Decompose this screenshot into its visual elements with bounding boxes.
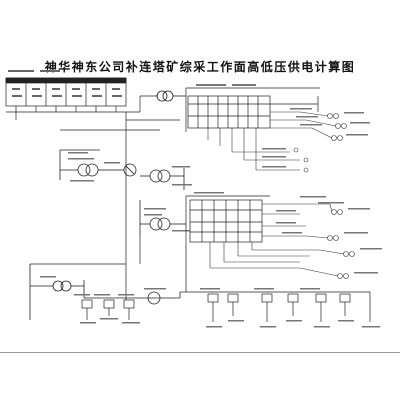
left-mobile-substation — [59, 149, 137, 180]
vertical-trunk — [139, 236, 187, 292]
center-group-label-marks — [144, 166, 192, 232]
bottom-right-distribution — [207, 292, 371, 322]
top-left-switchgear-row — [5, 77, 140, 113]
center-switchgear-panel — [185, 195, 270, 250]
diagram-title: 神华神东公司补连塔矿综采工作面高低压供电计算图 — [44, 60, 356, 74]
bottom-left-boxes — [81, 299, 135, 320]
top-right-distribution-panel — [185, 87, 320, 132]
center-transformer-group — [139, 168, 186, 236]
center-panel-terminals — [299, 203, 355, 279]
top-transformer — [156, 90, 186, 102]
bottom-left-feeder — [29, 263, 180, 320]
main-feeders — [15, 95, 180, 300]
top-right-label-marks — [196, 84, 370, 168]
sheet-edge — [0, 352, 400, 353]
center-panel-label-marks — [194, 192, 382, 274]
left-substation-label-marks — [68, 152, 120, 182]
bottom-label-marks — [40, 276, 380, 328]
bottom-motor — [147, 291, 370, 305]
top-right-terminal-symbols — [293, 111, 347, 173]
switchgear-cell-marks — [8, 70, 122, 97]
center-panel-outputs — [209, 203, 330, 269]
top-right-panel-outputs — [207, 111, 312, 171]
